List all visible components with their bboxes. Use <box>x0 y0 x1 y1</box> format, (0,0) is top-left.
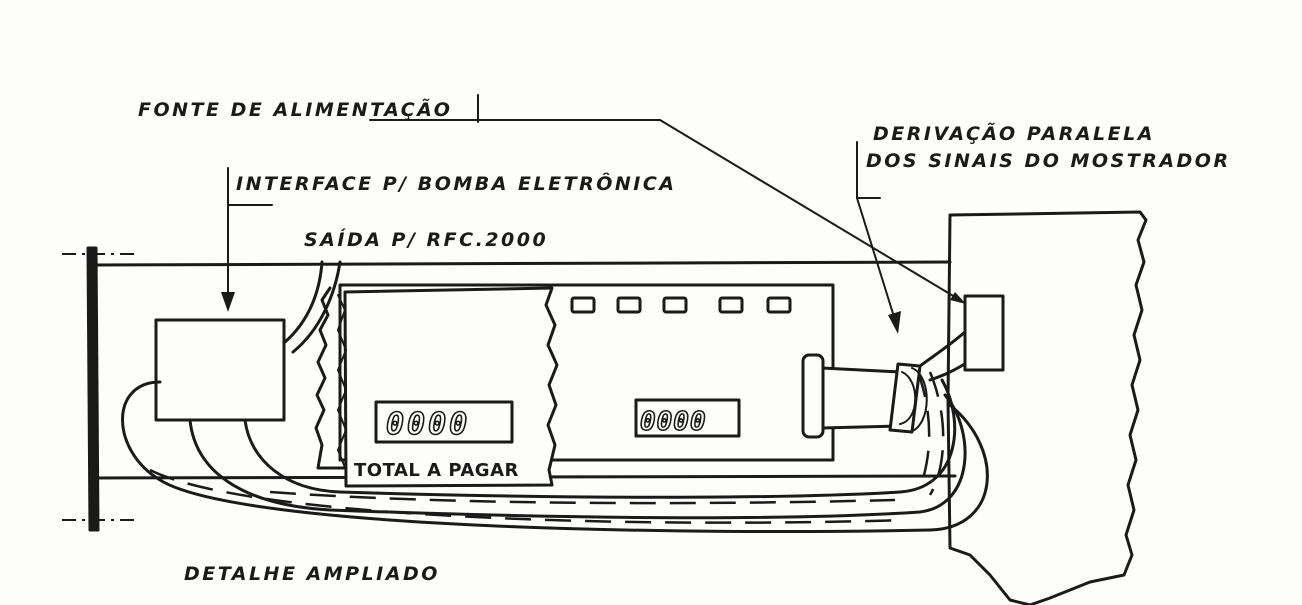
right-display: 0000 <box>634 398 741 438</box>
power-supply-label: FONTE DE ALIMENTAÇÃO <box>138 97 452 121</box>
side-panel <box>946 210 1148 605</box>
detail-label: DETALHE AMPLIADO <box>184 563 440 585</box>
output-label: SAÍDA P/ RFC.2000 <box>304 228 548 251</box>
interface-label: INTERFACE P/ BOMBA ELETRÔNICA <box>236 171 676 195</box>
torn-edge <box>314 286 347 470</box>
interface-box <box>154 318 286 422</box>
pump-housing <box>62 246 957 532</box>
indicator-slots <box>570 296 792 314</box>
output-cables <box>283 260 342 354</box>
front-panel <box>343 286 559 488</box>
parallel-derivation-label-line2: DOS SINAIS DO MOSTRADOR <box>866 150 1231 172</box>
total-to-pay-label: TOTAL A PAGAR <box>354 460 519 481</box>
right-display-digits: 0000 <box>640 407 707 437</box>
left-display-digits: 0000 <box>386 407 470 442</box>
leader-lines <box>221 94 966 334</box>
cable-loops <box>121 371 989 534</box>
display-module <box>963 294 1005 372</box>
left-display: 0000 <box>374 400 514 444</box>
parallel-derivation-label-line1: DERIVAÇÃO PARALELA <box>873 121 1155 145</box>
